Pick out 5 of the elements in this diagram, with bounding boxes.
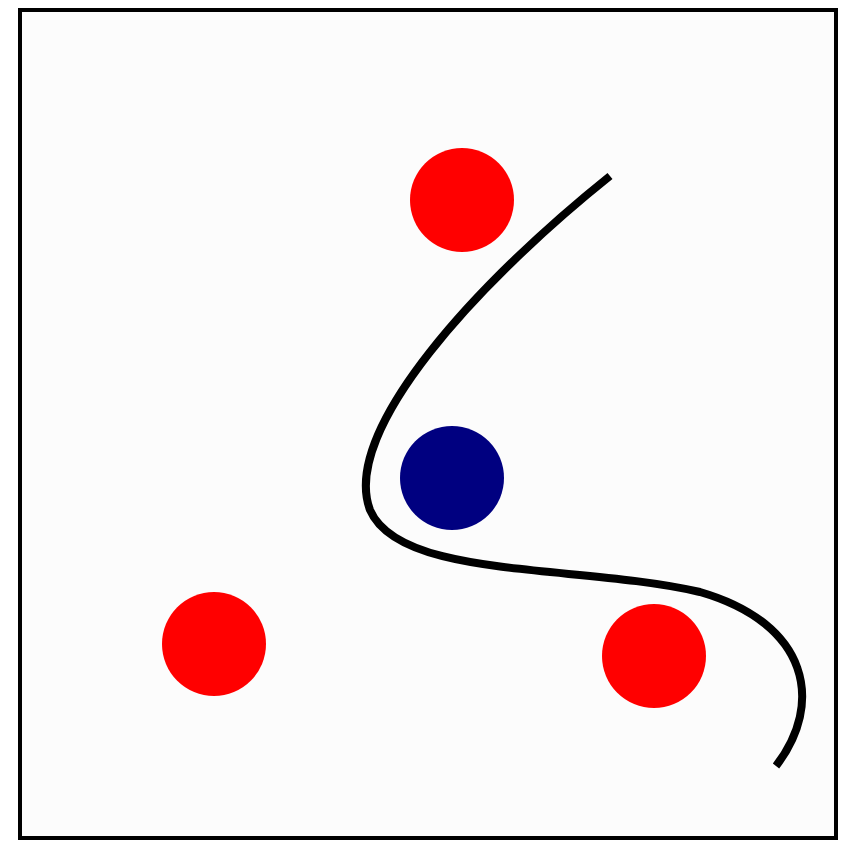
circle-shape: [400, 426, 504, 530]
circle-shape: [602, 604, 706, 708]
frame-box: [18, 8, 838, 840]
circle-shape: [162, 592, 266, 696]
circle-shape: [410, 148, 514, 252]
